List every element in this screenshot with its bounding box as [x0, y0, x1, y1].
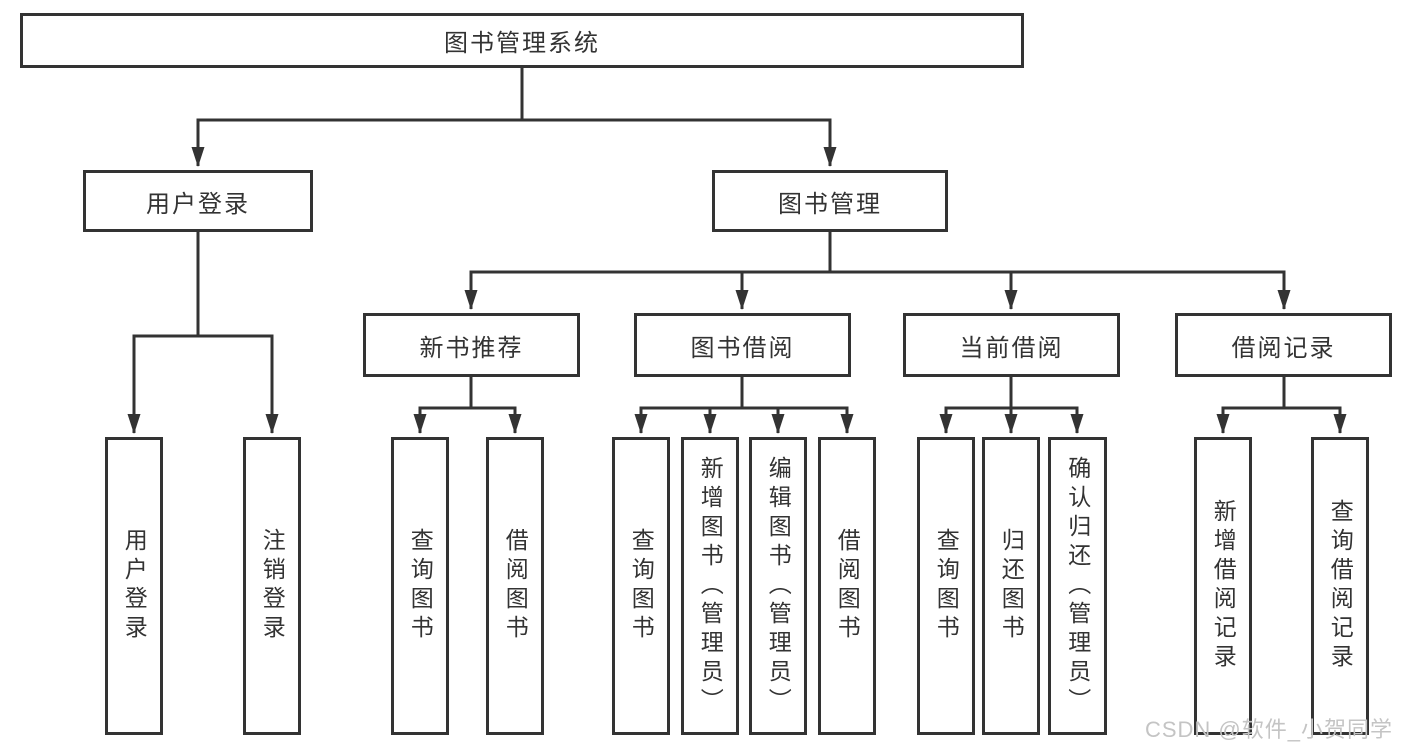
leaf-label: 查询图书 — [407, 528, 434, 644]
leaf-label: 注销登录 — [259, 528, 286, 644]
leaf-label: 用户登录 — [121, 528, 148, 644]
node-borrow-records: 借阅记录 — [1175, 313, 1392, 377]
leaf-confirm-return-admin: 确认归还（管理员） — [1048, 437, 1107, 735]
node-label: 图书管理 — [778, 190, 882, 218]
node-label: 新书推荐 — [419, 334, 524, 362]
leaf-query-books-2: 查询图书 — [612, 437, 670, 735]
leaf-label: 查询借阅记录 — [1327, 499, 1354, 673]
node-label: 用户登录 — [146, 190, 250, 218]
leaf-label: 归还图书 — [998, 528, 1025, 644]
leaf-query-borrow-record: 查询借阅记录 — [1311, 437, 1369, 735]
leaf-logout: 注销登录 — [243, 437, 301, 735]
node-label: 图书借阅 — [690, 334, 795, 362]
leaf-add-books-admin: 新增图书（管理员） — [681, 437, 739, 735]
node-current-borrow: 当前借阅 — [903, 313, 1120, 377]
leaf-return-books: 归还图书 — [982, 437, 1040, 735]
node-user-login: 用户登录 — [83, 170, 313, 232]
node-book-borrow: 图书借阅 — [634, 313, 851, 377]
leaf-label: 查询图书 — [628, 528, 655, 644]
csdn-watermark: CSDN @软件_小贺同学 — [1144, 717, 1393, 742]
node-label: 当前借阅 — [959, 334, 1064, 362]
leaf-label: 确认归还（管理员） — [1064, 455, 1091, 717]
connector-book-management-branch — [464, 232, 1291, 310]
leaf-edit-books-admin: 编辑图书（管理员） — [749, 437, 807, 735]
leaf-label: 新增图书（管理员） — [697, 455, 724, 717]
leaf-query-books-1: 查询图书 — [391, 437, 449, 735]
connector-book-borrow-branch — [634, 377, 854, 434]
connector-root-to-level2 — [191, 68, 837, 167]
leaf-borrow-books-2: 借阅图书 — [818, 437, 876, 735]
leaf-label: 借阅图书 — [502, 528, 529, 644]
node-book-management: 图书管理 — [712, 170, 948, 232]
leaf-label: 借阅图书 — [834, 528, 861, 644]
connector-user-login-branch — [127, 232, 279, 434]
node-label: 图书管理系统 — [444, 30, 600, 57]
leaf-borrow-books-1: 借阅图书 — [486, 437, 544, 735]
leaf-label: 编辑图书（管理员） — [765, 455, 792, 717]
node-label: 借阅记录 — [1231, 334, 1336, 362]
leaf-label: 查询图书 — [933, 528, 960, 644]
node-root-library-system: 图书管理系统 — [20, 13, 1024, 68]
connector-current-borrow-branch — [939, 377, 1084, 434]
leaf-label: 新增借阅记录 — [1210, 499, 1237, 673]
leaf-add-borrow-record: 新增借阅记录 — [1194, 437, 1252, 735]
leaf-query-books-3: 查询图书 — [917, 437, 975, 735]
node-new-book-recommend: 新书推荐 — [363, 313, 580, 377]
connector-borrow-records-branch — [1216, 377, 1347, 434]
connector-new-book-branch — [413, 377, 522, 434]
leaf-user-login: 用户登录 — [105, 437, 163, 735]
